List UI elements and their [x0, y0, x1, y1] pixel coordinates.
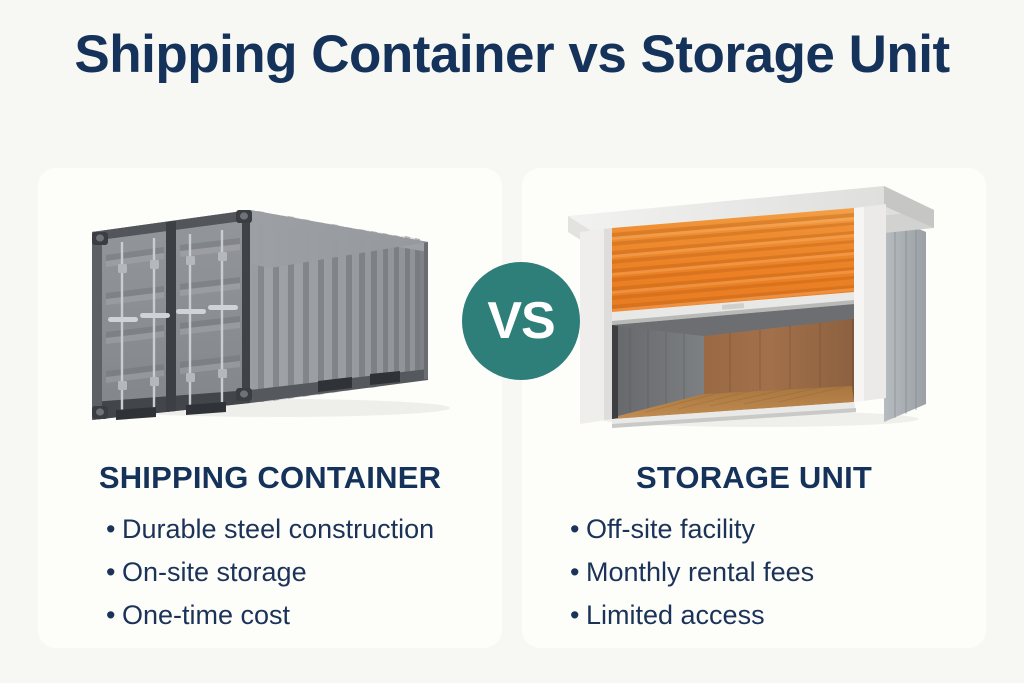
list-item: •One-time cost: [106, 594, 570, 637]
storage-unit-illustration: [522, 176, 986, 446]
list-item: •On-site storage: [106, 551, 570, 594]
shipping-container-illustration: [38, 176, 502, 446]
list-item: •Monthly rental fees: [570, 551, 1024, 594]
bullet-icon: •: [106, 600, 116, 630]
left-column-heading: SHIPPING CONTAINER: [98, 460, 442, 495]
list-item-label: Monthly rental fees: [586, 557, 815, 587]
card-storage-unit: STORAGE UNIT •Off-site facility •Monthly…: [522, 168, 986, 648]
vs-badge: VS: [462, 262, 580, 380]
list-item-label: One-time cost: [122, 600, 291, 630]
card-shipping-container: SHIPPING CONTAINER •Durable steel constr…: [38, 168, 502, 648]
bullet-icon: •: [570, 557, 580, 587]
list-item-label: Limited access: [586, 600, 765, 630]
list-item-label: Durable steel construction: [122, 514, 435, 544]
bullet-icon: •: [570, 514, 580, 544]
list-item-label: Off-site facility: [586, 514, 756, 544]
list-item: •Limited access: [570, 594, 1024, 637]
vs-label: VS: [487, 292, 555, 350]
bullet-icon: •: [106, 514, 116, 544]
bullet-icon: •: [106, 557, 116, 587]
page-title: Shipping Container vs Storage Unit: [74, 25, 950, 84]
right-column-heading: STORAGE UNIT: [635, 460, 873, 495]
list-item-label: On-site storage: [122, 557, 307, 587]
bullet-icon: •: [570, 600, 580, 630]
list-item: •Off-site facility: [570, 508, 1024, 551]
list-item: •Durable steel construction: [106, 508, 570, 551]
right-bullet-list: •Off-site facility •Monthly rental fees …: [522, 508, 1024, 637]
left-bullet-list: •Durable steel construction •On-site sto…: [38, 508, 570, 637]
